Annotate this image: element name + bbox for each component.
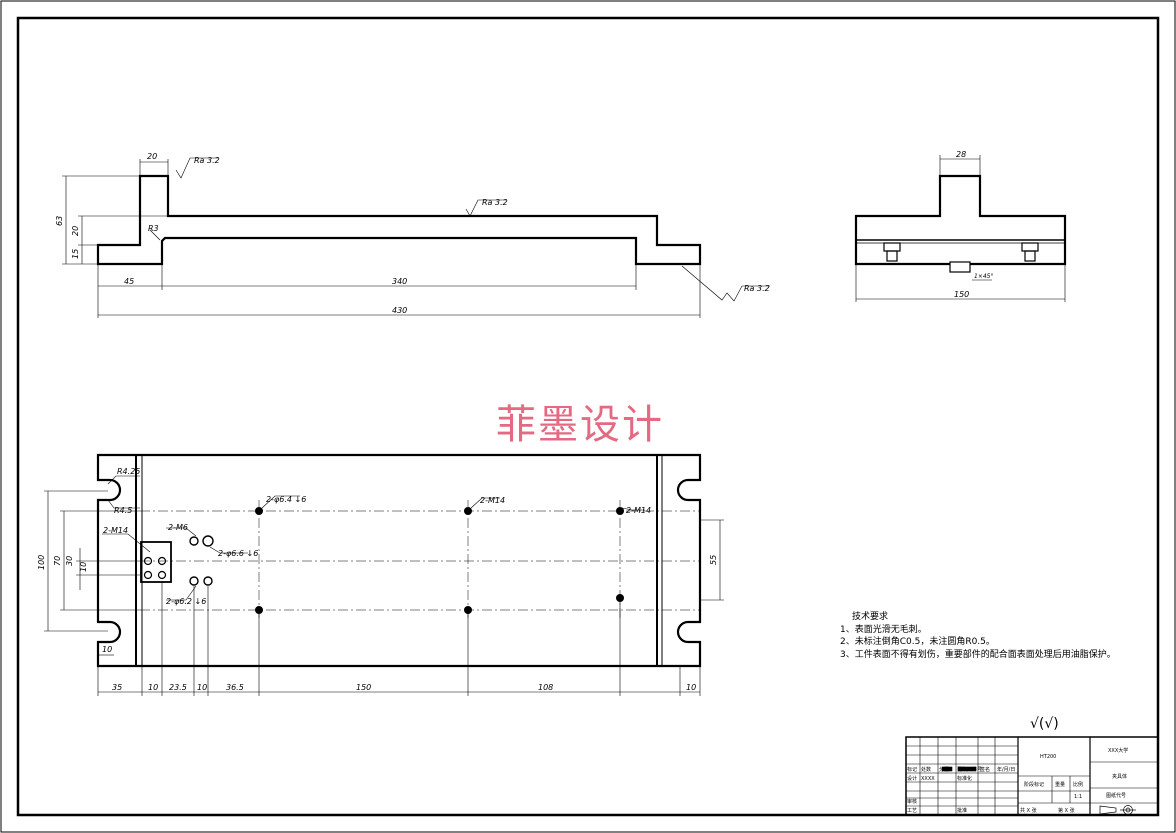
dim-top-width: 20 <box>147 152 157 161</box>
side-dim-top: 28 <box>956 150 966 159</box>
tb-school: XXX大学 <box>1108 747 1128 754</box>
callout-hole-3: 2-M14 <box>626 506 651 515</box>
dim-corner-r2: R4.5 <box>114 506 132 515</box>
callout-hole-7: 2-M14 <box>103 526 128 535</box>
dim-corner-box: 10 <box>102 645 112 654</box>
tb-design: 设计 <box>907 775 917 782</box>
dim-corner-r1: R4.25 <box>117 467 140 476</box>
tb-standard: 标准化 <box>957 775 972 782</box>
dim-bottom-3: 10 <box>197 683 207 692</box>
tb-process: 工艺 <box>907 808 917 814</box>
dim-overall: 430 <box>392 306 407 315</box>
tech-req-title: 技术要求 <box>852 610 888 622</box>
projection-symbol-icon <box>1099 805 1136 815</box>
tb-division: 分区 <box>939 766 949 773</box>
dim-bottom-0: 35 <box>112 683 122 692</box>
tb-mark: 标记 <box>907 766 917 773</box>
tb-part-name: 夹具体 <box>1112 773 1127 780</box>
dim-height-mid: 20 <box>71 226 80 236</box>
dim-height-low: 15 <box>71 249 80 259</box>
roughness-1: Ra 3.2 <box>194 156 220 165</box>
dim-bottom-5: 150 <box>356 683 371 692</box>
tb-scale-label: 比例 <box>1073 781 1083 788</box>
top-view <box>44 453 724 696</box>
callout-hole-1: 2-φ6.4 ↓6 <box>266 495 306 504</box>
dim-bottom-6: 108 <box>538 683 553 692</box>
tb-change-no: 更改文件号 <box>957 766 982 773</box>
dim-middle: 340 <box>392 277 407 286</box>
tech-req-item-3: 3、工件表面不得有划伤，重要部件的配合面表面处理后用油脂保护。 <box>840 648 1116 660</box>
tb-signature: 签名 <box>980 766 990 773</box>
callout-hole-5: 2-φ6.6 ↓6 <box>218 549 258 558</box>
dim-left-1: 70 <box>53 556 62 566</box>
tb-approve: 批准 <box>957 807 967 814</box>
tb-review: 审核 <box>907 798 917 805</box>
dim-right: 55 <box>709 555 718 565</box>
roughness-symbol: √(√) <box>1030 716 1059 732</box>
front-view <box>62 157 770 318</box>
roughness-3: Ra 3.2 <box>744 284 770 293</box>
tb-sheet-no: 第 X 张 <box>1058 807 1075 814</box>
dim-bottom-2: 23.5 <box>169 683 187 692</box>
watermark: 菲墨设计 <box>496 402 664 448</box>
dim-left-2: 30 <box>65 556 74 566</box>
tech-req-item-2: 2、未标注倒角C0.5，未注圆角R0.5。 <box>840 635 995 647</box>
tb-scale: 1:1 <box>1074 794 1082 800</box>
side-dim-overall: 150 <box>954 290 969 299</box>
dim-bottom-7: 10 <box>686 683 696 692</box>
tb-material: HT200 <box>1040 754 1056 760</box>
tb-design-name: XXXX <box>921 776 935 782</box>
tb-sheets-total: 共 X 张 <box>1020 807 1037 814</box>
dim-left-3: 10 <box>79 562 88 572</box>
dim-bottom-4: 36.5 <box>226 683 244 692</box>
side-dim-groove: 1×45° <box>974 273 993 280</box>
tb-weight-label: 重量 <box>1055 781 1065 788</box>
inner-border <box>16 16 1160 817</box>
tb-stage-label: 阶段标记 <box>1024 781 1044 788</box>
callout-hole-4: 2-M6 <box>168 523 188 532</box>
dim-height-total: 63 <box>55 216 64 226</box>
tb-drawing-no: 图纸代号 <box>1106 792 1126 799</box>
callout-hole-6: 2-φ6.2 ↓6 <box>166 597 206 606</box>
tb-count: 处数 <box>921 766 931 773</box>
dim-bottom-1: 10 <box>148 683 158 692</box>
tech-req-item-1: 1、表面光滑无毛刺。 <box>840 623 927 635</box>
tb-date: 年/月/日 <box>997 766 1015 773</box>
side-view <box>854 155 1067 302</box>
roughness-2: Ra 3.2 <box>482 198 508 207</box>
title-block <box>905 736 1159 816</box>
dim-radius: R3 <box>148 224 159 233</box>
callout-hole-2: 2-M14 <box>480 496 505 505</box>
dim-left-0: 100 <box>37 555 46 570</box>
dim-left-step: 45 <box>124 277 134 286</box>
